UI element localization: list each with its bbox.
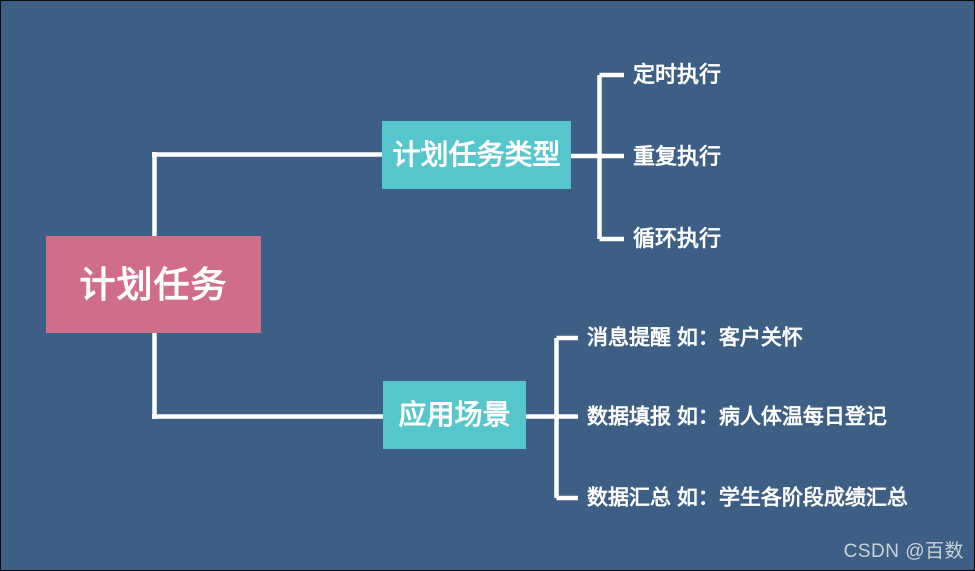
leaf-node-timed-execution: 定时执行 xyxy=(633,62,722,87)
leaf-node-repeat-execution: 重复执行 xyxy=(633,144,722,169)
root-node-scheduled-tasks: 计划任务 xyxy=(46,236,261,333)
branch-node-label: 计划任务类型 xyxy=(392,139,561,170)
leaf-node-loop-execution: 循环执行 xyxy=(633,226,722,251)
leaf-node-data-entry: 数据填报 如：病人体温每日登记 xyxy=(587,405,887,429)
leaf-node-data-summary: 数据汇总 如：学生各阶段成绩汇总 xyxy=(587,486,908,510)
branch-node-task-types: 计划任务类型 xyxy=(382,121,571,189)
csdn-watermark: CSDN @百数 xyxy=(843,541,964,562)
root-node-label: 计划任务 xyxy=(79,263,228,305)
branch-node-label: 应用场景 xyxy=(398,399,511,430)
leaf-node-message-reminder: 消息提醒 如：客户关怀 xyxy=(587,326,803,350)
branch-node-application-scenarios: 应用场景 xyxy=(383,381,526,449)
